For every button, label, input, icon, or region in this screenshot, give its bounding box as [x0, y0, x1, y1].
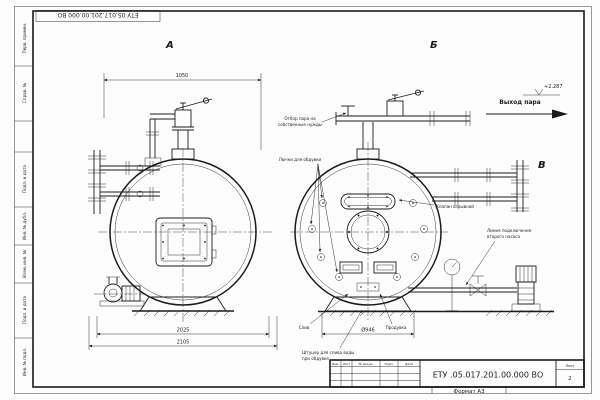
lyuchki-label: Лючки для обдувки: [279, 157, 322, 162]
elevation-mark: [534, 88, 544, 96]
top-stamp-number: ЕТУ 05.017.201.00.000 ВО: [57, 11, 138, 18]
dimension-2025: 2025: [96, 316, 270, 338]
svg-text:2105: 2105: [177, 340, 190, 346]
water-manifold-b: В: [410, 160, 546, 212]
view-v-label: В: [538, 160, 546, 171]
explosion-hatch: [340, 193, 396, 210]
margin-label-perv-primen: Перв. примен.: [22, 23, 27, 54]
title-block: Изм. Лист № докум. Подп. Дата ЕТУ .05.01…: [329, 359, 585, 395]
tb-sheet-value: 2: [568, 376, 571, 382]
format-note: Формат А3: [453, 389, 485, 395]
tb-col-dokum: № докум.: [359, 362, 374, 366]
view-a: А: [88, 40, 278, 350]
svg-text:Ø946: Ø946: [361, 327, 374, 334]
elevation-value: +2,287: [544, 84, 563, 90]
dimension-1050: 1050: [103, 73, 262, 150]
pump-line-label-2: второго насоса: [487, 234, 521, 239]
steam-out-label: Выход пара: [499, 99, 540, 106]
feed-pump-a: [94, 276, 146, 307]
svg-text:1050: 1050: [176, 73, 189, 79]
shtucer-label-1: Штуцер для слива воды: [302, 350, 354, 355]
blowoff-nozzles: [308, 199, 428, 281]
water-manifold-a: [88, 150, 160, 214]
dimension-2105: 2105: [88, 316, 278, 350]
view-b: Б: [290, 40, 554, 338]
furnace-door: [155, 217, 217, 267]
margin-label-vzam-inv: Взам. инв. №: [22, 250, 27, 278]
tb-col-podp: Подп.: [384, 362, 393, 366]
margin-label-inv-podl: Инв. № подл.: [22, 348, 27, 376]
shtucer-label-2: при обдувке: [302, 356, 329, 361]
otbor-label-1: Отбор пара на: [284, 116, 316, 121]
sheet-frame: Перв. примен. Справ. № Подп. и дата Инв.…: [14, 6, 592, 394]
tb-col-data: Дата: [405, 362, 413, 366]
produvka-label: Продувка: [386, 325, 407, 330]
annotations: Выход пара +2,287 Отбор пара на собствен…: [278, 84, 568, 361]
safety-valve-a: [144, 97, 213, 167]
saddle-support-b: [318, 296, 554, 317]
top-stamp: ЕТУ 05.017.201.00.000 ВО: [35, 10, 161, 22]
pump-line-b: [408, 258, 541, 312]
view-a-label: А: [165, 40, 174, 51]
dimension-946: Ø946: [321, 313, 415, 338]
second-pump: [511, 265, 541, 312]
tb-sheet-label: Лист: [566, 364, 575, 368]
steam-line-b: [335, 89, 471, 160]
margin-label-sprav: Справ. №: [22, 83, 27, 103]
tb-col-izm: Изм.: [332, 362, 339, 366]
lower-hatches: [339, 261, 397, 292]
otbor-label-2: собственные нужды: [278, 122, 322, 127]
margin-label-podp-data-1: Подп. и дата: [22, 165, 27, 193]
left-margin-bands: Перв. примен. Справ. № Подп. и дата Инв.…: [14, 23, 33, 376]
svg-text:2025: 2025: [177, 328, 190, 334]
sliv-label: Слив: [299, 325, 310, 330]
tb-col-list: Лист: [343, 362, 351, 366]
pump-line-label-1: Линия подключения: [487, 228, 532, 233]
margin-label-podp-data-2: Подп. и дата: [22, 296, 27, 324]
margin-label-inv-dubl: Инв. № дубл.: [22, 212, 27, 240]
manhole: [346, 210, 390, 254]
klapan-label: Клапан взрывной: [436, 204, 474, 209]
view-b-label: Б: [430, 40, 438, 51]
saddle-support-a: [132, 296, 234, 317]
drawing-number: ЕТУ .05.017.201.00.000 ВО: [433, 371, 544, 380]
